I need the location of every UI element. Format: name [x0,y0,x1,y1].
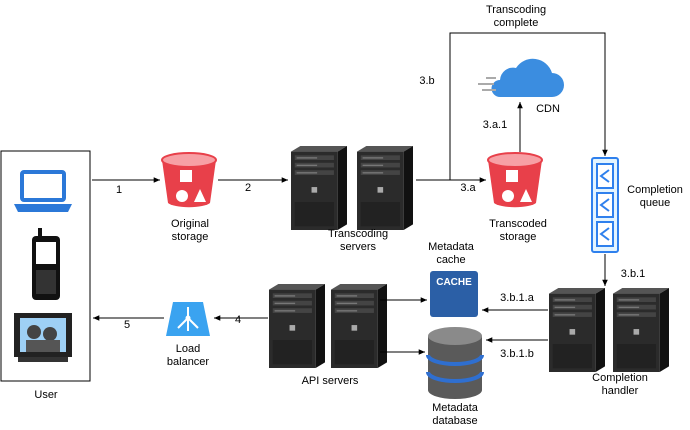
cache-icon-text: CACHE [436,277,472,288]
metadata-database-label: Metadata database [432,402,478,427]
transcoding-server-icon [291,146,347,230]
api-server-icon [269,284,325,368]
step-4-label: 4 [234,314,242,326]
load-balancer-icon [166,302,210,336]
monitor-icon [14,313,72,362]
transcoded-storage-bucket-icon [487,152,543,208]
laptop-icon [14,170,72,212]
metadata-database-icon [426,327,484,399]
step-5-label: 5 [123,319,131,331]
completion-queue-label: Completion queue [627,184,683,209]
step-3a1-label: 3.a.1 [482,119,508,131]
cdn-cloud-icon [478,58,564,97]
mobile-phone-icon [32,228,60,300]
user-label: User [34,389,58,401]
step-1-label: 1 [115,184,123,196]
cdn-label: CDN [536,103,560,115]
original-storage-label: Original storage [171,218,209,243]
api-servers-label: API servers [301,375,359,387]
completion-handler-server-icon [613,288,669,372]
step-2-label: 2 [244,182,252,194]
step-3b-label: 3.b [419,75,435,87]
step-3b1b-label: 3.b.1.b [500,348,534,360]
original-storage-bucket-icon [161,152,217,208]
transcoding-servers-label: Transcoding servers [327,228,389,253]
step-3b1a-label: 3.b.1.a [500,292,534,304]
transcoding-complete-label: Transcoding complete [485,4,547,29]
arrow-step-3b [449,32,608,180]
load-balancer-label: Load balancer [166,343,210,368]
step-3a-label: 3.a [460,182,476,194]
api-server-icon [331,284,387,368]
metadata-cache-icon: CACHE [430,271,478,317]
transcoding-server-icon [357,146,413,230]
completion-handler-server-icon [549,288,605,372]
step-3b1-label: 3.b.1 [620,268,646,280]
transcoded-storage-label: Transcoded storage [489,218,547,243]
metadata-cache-label: Metadata cache [428,241,474,266]
completion-queue-icon [591,157,619,253]
completion-handler-label: Completion handler [592,372,648,397]
